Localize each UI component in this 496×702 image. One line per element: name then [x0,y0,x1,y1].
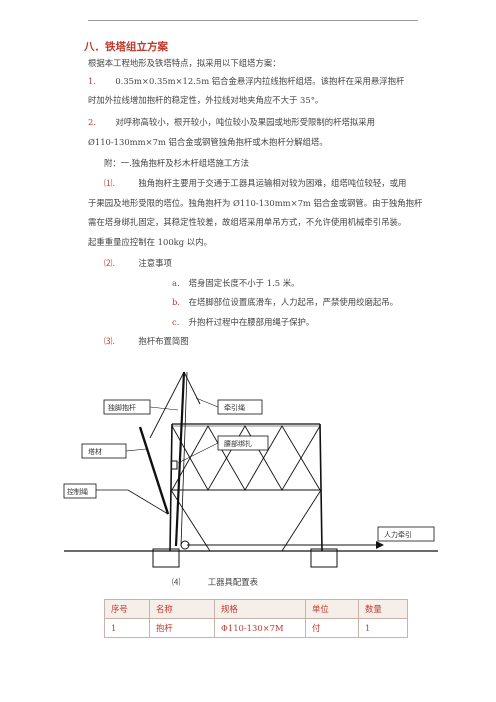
header-cell: 数量 [358,599,408,619]
item-2-line-1: 2. 对呼称高较小，根开较小，吨位较小及果园或地形受限制的杆塔拟采用 [88,116,375,129]
tower-lower-brace-right [281,489,322,552]
tower-upper-lattice-2 [171,425,321,491]
equipment-table: 序号 名称 规格 单位 数量 1 抱杆 Φ110-130×7M 付 1 [104,599,408,638]
section-1-line-2: 于果园及地形受限的塔位。独角抱杆为 Ø110-130mm×7m 铝合金或钢管。由… [88,198,423,208]
tower-leg-left [169,423,173,552]
item-2-line-2: Ø110-130mm×7m 铝合金或钢管独角抱杆或木抱杆分解组塔。 [88,137,328,147]
table-cell: 1 [104,618,150,638]
foundation-right [310,548,338,568]
header-cell: 规格 [214,599,306,619]
appendix-heading: 附：一.独角抱杆及杉木杆组塔施工方法 [104,158,250,168]
page-top-rule [88,20,418,21]
item-1-line-2: 时加外拉线增加抱杆的稳定性，外拉线对地夹角应不大于 35°。 [88,95,324,105]
label-box-control-rope [63,483,97,499]
traction-arrow [376,541,384,549]
note-b: b. 在塔脚部位设置底滑车，人力起吊，严禁使用绞磨起吊。 [172,296,398,308]
lifted-tower-member [138,426,170,515]
gin-pole-edge [180,371,188,547]
note-c-marker: c. [172,317,180,327]
note-b-marker: b. [172,297,181,307]
note-c: c. 升抱杆过程中在腰部用绳子保护。 [172,316,314,328]
section-3-heading: ⑶. 抱杆布置简图 [104,335,189,348]
item-1-line-1: 1. 0.35m×0.35m×12.5m 铝合金悬浮内拉线抱杆组塔。该抱杆在采用… [88,75,404,88]
section-1-line-3: 需在塔身绑扎固定，其稳定性较差，故组塔采用单吊方式，不允许使用机械牵引吊装。 [88,217,407,227]
leader-pole [149,406,179,411]
note-b-text: 在塔脚部位设置底滑车，人力起吊，严禁使用绞磨起吊。 [188,297,399,307]
section-1-text-a: 独角抱杆主要用于交通于工器具运输相对较为困难，组塔吨位较轻，或用 [138,178,407,188]
table-cell: 1 [358,618,408,638]
leader-waist-binding [177,442,219,464]
item-2-number: 2. [88,117,96,127]
table-caption: ⑷ 工器具配置表 [172,576,258,588]
label-box-manual-traction [377,526,435,542]
label-tower-member: 塔材 [88,447,102,456]
header-cell: 名称 [149,599,215,619]
tower-upper-lattice-1 [171,425,321,491]
header-cell: 序号 [104,599,150,619]
leader-traction-rope [195,397,219,408]
waist-binding-block [170,460,178,470]
table-cell: 付 [305,618,359,638]
note-a-marker: a. [172,278,180,288]
section-2-number: ⑵. [104,258,116,268]
label-traction-rope: 牵引绳 [224,403,245,412]
intro-paragraph: 根据本工程地形及铁塔特点，拟采用以下组塔方案： [88,58,281,68]
label-pole: 独脚抱杆 [108,403,136,412]
table-header-row: 序号 名称 规格 单位 数量 [104,599,408,619]
section-3-title: 抱杆布置简图 [138,336,189,346]
table-caption-text: 工器具配置表 [207,577,258,587]
item-2-text-a: 对呼称高较小，根开较小，吨位较小及果园或地形受限制的杆塔拟采用 [115,117,375,127]
control-rope-line [127,489,169,515]
note-a: a. 塔身固定长度不小于 1.5 米。 [172,277,299,289]
leader-tower-member [125,448,147,452]
section-title: 八．铁塔组立方案 [84,41,168,53]
label-waist-binding: 腰部绑扎 [224,439,252,448]
table-row: 1 抱杆 Φ110-130×7M 付 1 [104,618,408,638]
table-cell: Φ110-130×7M [214,618,306,638]
tower-leg-right [319,423,323,552]
header-cell: 单位 [305,599,359,619]
table-cell: 抱杆 [149,618,215,638]
section-1-line-1: ⑴. 独角抱杆主要用于交通于工器具运输相对较为困难，组塔吨位较轻，或用 [104,177,406,190]
label-manual-traction: 人力牵引 [384,530,412,539]
item-1-number: 1. [88,76,96,86]
gin-pole [174,371,186,547]
section-2-heading: ⑵. 注意事项 [104,257,172,270]
foundation-left [152,548,180,568]
section-1-number: ⑴. [104,178,116,188]
pole-guy-left [149,371,185,439]
label-control-rope: 控制绳 [67,487,88,496]
section-1-line-4: 起重重量应控制在 100kg 以内。 [88,237,212,247]
table-caption-number: ⑷ [172,577,181,587]
section-3-number: ⑶. [104,336,116,346]
item-1-text-a: 0.35m×0.35m×12.5m 铝合金悬浮内拉线抱杆组塔。该抱杆在采用悬浮抱… [115,76,405,86]
section-2-title: 注意事项 [138,258,172,268]
note-c-text: 升抱杆过程中在腰部用绳子保护。 [188,317,315,327]
note-a-text: 塔身固定长度不小于 1.5 米。 [188,278,300,288]
